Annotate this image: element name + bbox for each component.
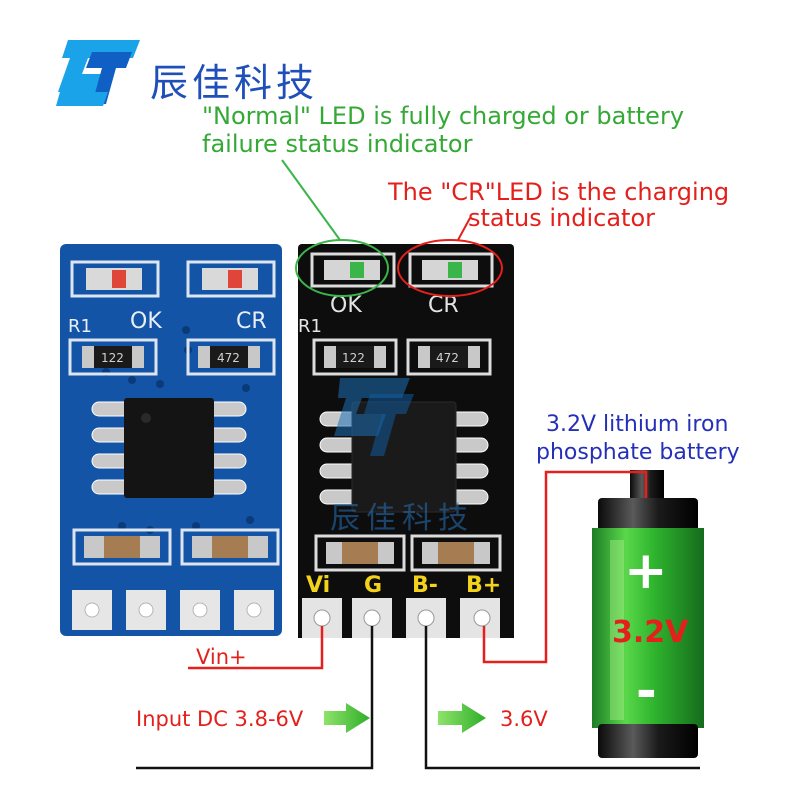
ok-led-callout xyxy=(295,239,389,297)
cr-led-note-line2: status indicator xyxy=(468,204,656,232)
black-board-resistor-code-1: 122 xyxy=(342,351,365,365)
black-pcb-board xyxy=(298,244,514,638)
blue-pcb-board xyxy=(60,244,282,636)
normal-led-note-line1: "Normal" LED is fully charged or battery xyxy=(202,102,685,130)
cr-led-note-line1: The "CR"LED is the charging xyxy=(388,178,730,206)
battery-note-line2: phosphate battery xyxy=(536,440,740,465)
normal-led-note-line2: failure status indicator xyxy=(202,130,473,158)
output-voltage-label: 3.6V xyxy=(500,707,548,731)
battery-voltage-label: 3.2V xyxy=(612,615,689,650)
pin-label-b-plus: B+ xyxy=(466,573,501,598)
input-voltage-label: Input DC 3.8-6V xyxy=(136,707,304,731)
black-board-ok-label: OK xyxy=(330,293,362,318)
pin-label-g: G xyxy=(364,573,382,598)
blue-board-ok-label: OK xyxy=(130,309,162,334)
cr-callout-line xyxy=(457,217,471,241)
black-board-r1-label: R1 xyxy=(298,316,322,337)
black-board-cr-label: CR xyxy=(428,293,459,318)
input-arrow-icon xyxy=(324,703,370,733)
vin-label: Vin+ xyxy=(196,645,247,669)
black-board-resistor-code-2: 472 xyxy=(436,351,459,365)
wiring xyxy=(136,470,700,770)
cj-logo-icon xyxy=(56,40,140,106)
blue-board-r1-label: R1 xyxy=(68,316,92,337)
pin-label-b-minus: B- xyxy=(412,573,438,598)
battery-minus-sign: - xyxy=(636,662,657,720)
brand-watermark: 辰佳科技 xyxy=(330,501,474,536)
output-arrow-icon xyxy=(438,703,486,733)
battery xyxy=(592,470,704,758)
blue-board-cr-label: CR xyxy=(236,309,267,334)
brand-name: 辰佳科技 xyxy=(150,61,319,105)
battery-plus-sign: + xyxy=(624,541,668,601)
blue-board-resistor-code-2: 472 xyxy=(217,351,240,365)
pin-label-vi: Vi xyxy=(306,573,330,598)
battery-note-line1: 3.2V lithium iron xyxy=(546,412,729,437)
blue-board-resistor-code-1: 122 xyxy=(101,351,124,365)
cr-led-callout xyxy=(397,239,503,297)
ok-callout-line xyxy=(281,159,341,241)
